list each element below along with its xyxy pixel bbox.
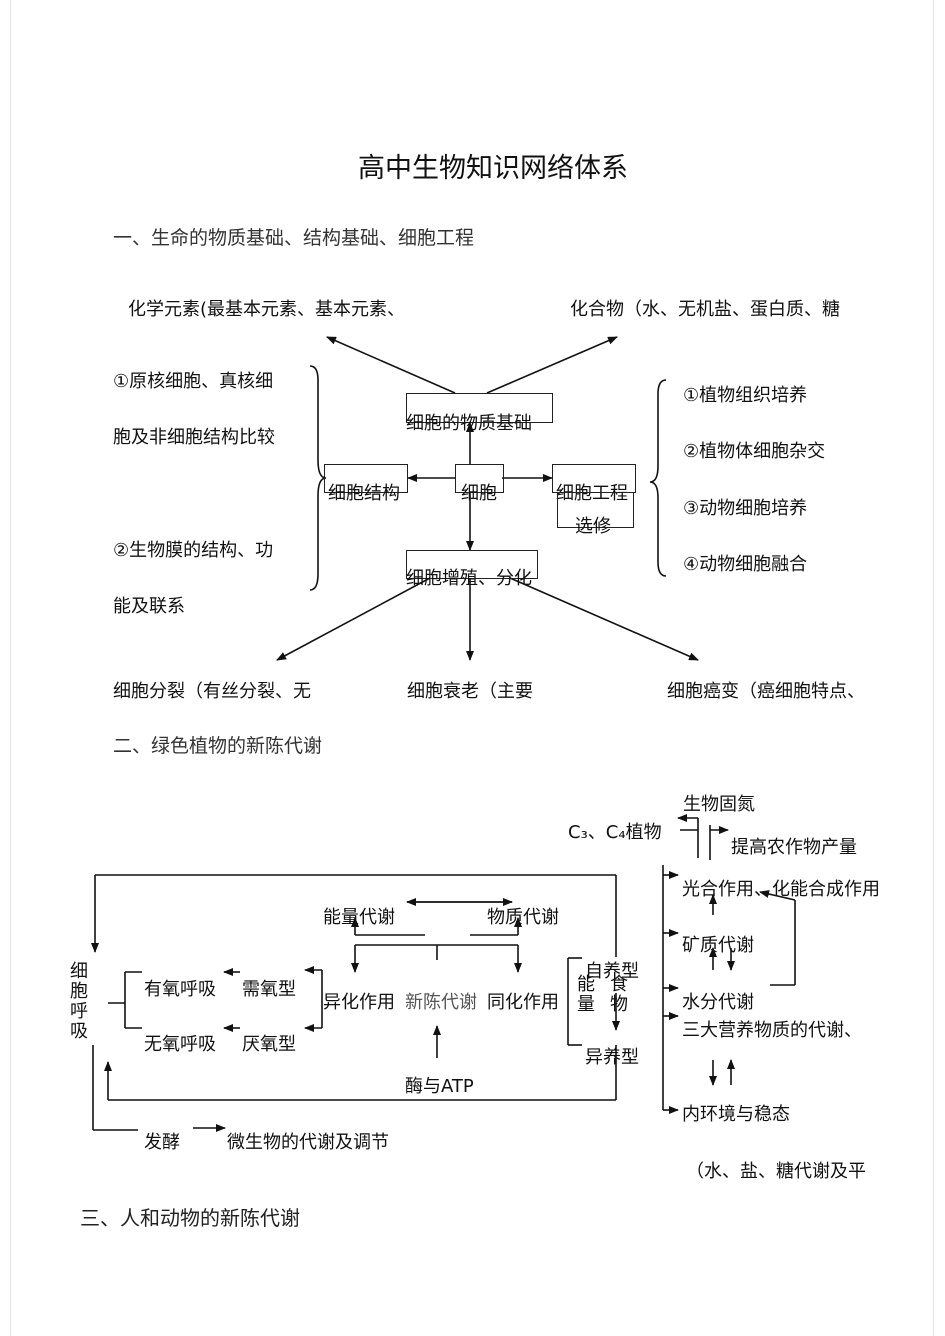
left-item-2b: 能及联系	[113, 596, 185, 617]
label-cell-engineering: 细胞工程	[556, 483, 628, 504]
box-proliferation	[406, 550, 538, 579]
food-label: 食物	[610, 974, 628, 1015]
energy-metabolism: 能量代谢	[323, 907, 395, 928]
label-cell: 细胞	[461, 483, 497, 504]
anaerobe-type: 厌氧型	[242, 1034, 296, 1055]
left-item-1: ①原核细胞、真核细	[113, 371, 274, 392]
right-item-2: ②植物体细胞杂交	[683, 441, 826, 462]
microbe-metabolism: 微生物的代谢及调节	[227, 1132, 389, 1153]
label-proliferation: 细胞增殖、分化	[406, 568, 532, 589]
aerobe-type: 需氧型	[242, 979, 296, 1000]
anaerobic-respiration: 无氧呼吸	[144, 1034, 216, 1055]
box-cell-structure	[324, 464, 408, 493]
right-item-3: ③动物细胞培养	[683, 498, 808, 519]
cell-cancer: 细胞癌变（癌细胞特点、	[667, 681, 865, 702]
box-elective	[557, 492, 634, 528]
section-2-heading: 二、绿色植物的新陈代谢	[113, 735, 323, 757]
material-metabolism: 物质代谢	[487, 907, 559, 928]
heterotroph: 异养型	[585, 1047, 639, 1068]
mineral-metabolism: 矿质代谢	[682, 935, 754, 956]
label-elective: 选修	[575, 516, 611, 537]
homeostasis: 内环境与稳态	[682, 1104, 790, 1125]
anabolism: 同化作用	[487, 992, 559, 1013]
c3-c4-plants: C₃、C₄植物	[568, 822, 662, 843]
box-cell	[455, 464, 504, 493]
enzyme-atp: 酶与ATP	[405, 1076, 474, 1097]
chemical-elements: 化学元素(最基本元素、基本元素、	[128, 299, 406, 320]
left-item-1b: 胞及非细胞结构比较	[113, 427, 275, 448]
photosynthesis: 光合作用、化能合成作用	[682, 879, 880, 900]
energy-label: 能量	[577, 974, 595, 1015]
three-nutrients: 三大营养物质的代谢、	[682, 1020, 862, 1041]
page-title: 高中生物知识网络体系	[358, 153, 628, 184]
water-salt-sugar: （水、盐、糖代谢及平	[686, 1161, 866, 1182]
metabolism: 新陈代谢	[405, 992, 477, 1013]
aerobic-respiration: 有氧呼吸	[144, 979, 216, 1000]
autotroph: 自养型	[585, 961, 639, 982]
label-cell-structure: 细胞结构	[328, 483, 400, 504]
section-1-heading: 一、生命的物质基础、结构基础、细胞工程	[113, 227, 475, 249]
box-material-basis	[406, 393, 553, 423]
cell-aging: 细胞衰老（主要	[407, 681, 533, 702]
raise-yield: 提高农作物产量	[731, 837, 857, 858]
right-item-1: ①植物组织培养	[683, 385, 808, 406]
compounds: 化合物（水、无机盐、蛋白质、糖	[570, 299, 840, 320]
catabolism: 异化作用	[323, 992, 395, 1013]
fermentation: 发酵	[144, 1132, 180, 1153]
water-metabolism: 水分代谢	[682, 992, 754, 1013]
left-item-2: ②生物膜的结构、功	[113, 540, 274, 561]
cellular-respiration: 细胞呼吸	[70, 961, 88, 1042]
label-material-basis: 细胞的物质基础	[406, 413, 532, 434]
nitrogen-fixation: 生物固氮	[683, 794, 755, 815]
page-border	[10, 0, 934, 1336]
right-item-4: ④动物细胞融合	[683, 554, 808, 575]
section-3-heading: 三、人和动物的新陈代谢	[80, 1206, 300, 1230]
cell-division: 细胞分裂（有丝分裂、无	[113, 681, 311, 702]
